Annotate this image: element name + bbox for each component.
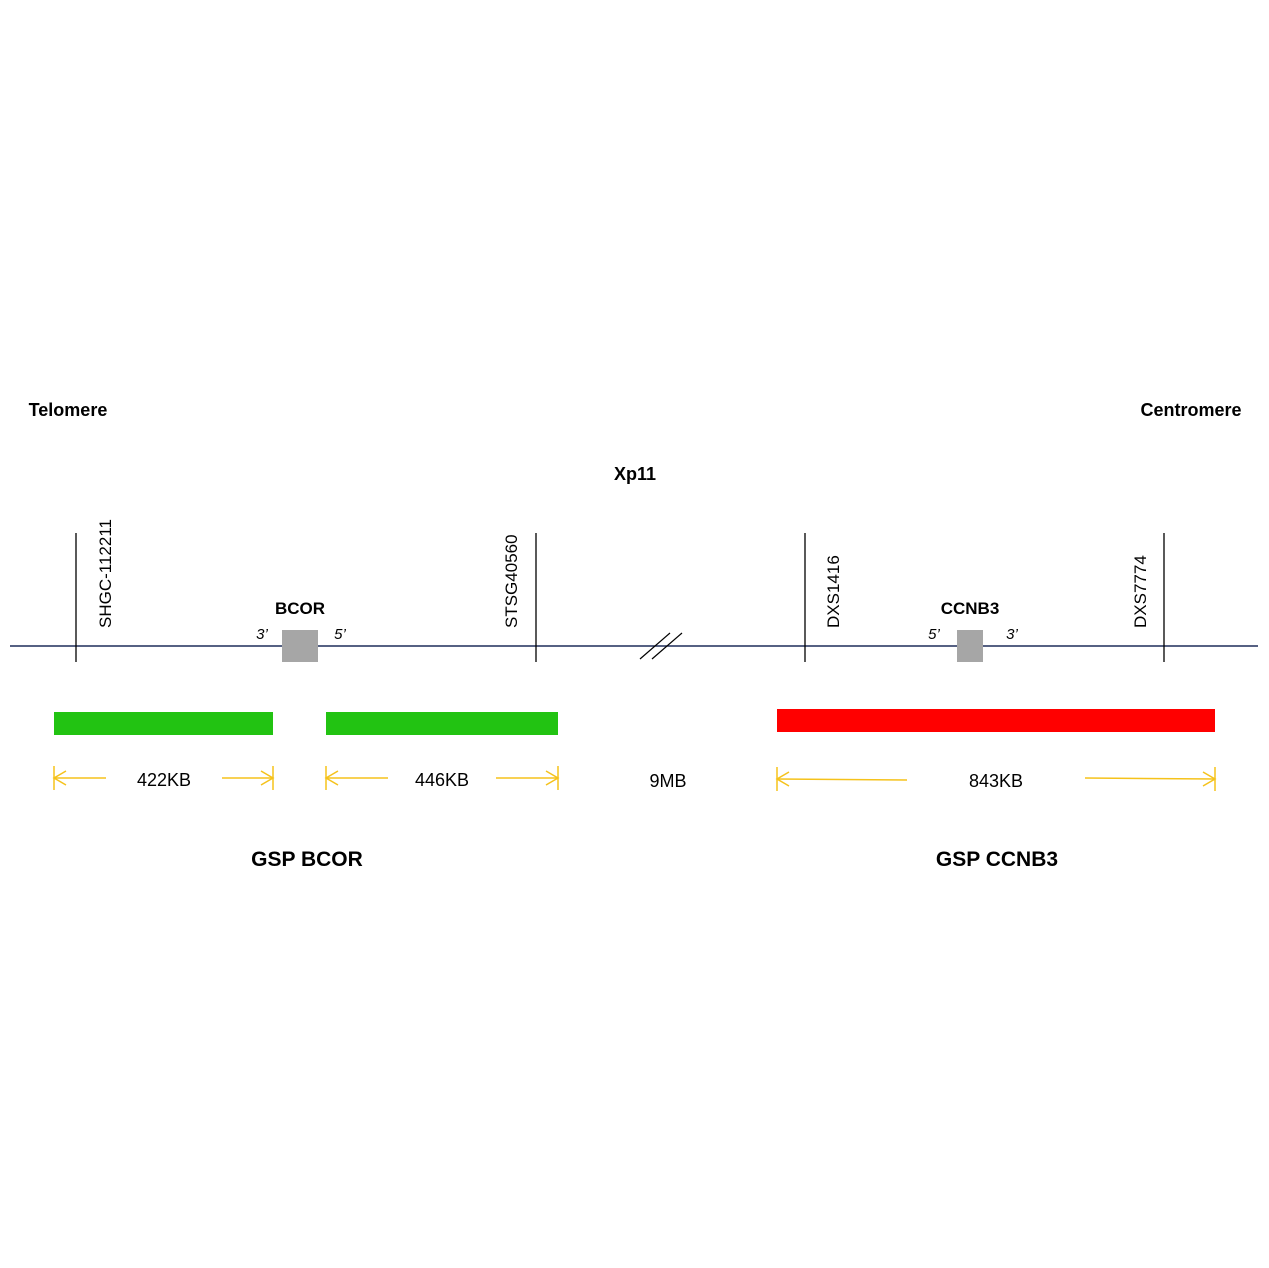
- size-arrow-446kb: [324, 766, 560, 790]
- probe-bar-ccnb3: [777, 709, 1215, 732]
- gene-box: [957, 630, 983, 662]
- marker-label: DXS7774: [1131, 555, 1150, 628]
- band-label: Xp11: [614, 464, 656, 484]
- probe-bar-bcor-right: [326, 712, 558, 735]
- marker-dxs7774: DXS7774: [1131, 533, 1165, 662]
- gene-bcor: BCOR 3’ 5’: [256, 599, 346, 662]
- gene-end-left: 3’: [256, 626, 268, 643]
- size-arrow-422kb: [52, 766, 275, 790]
- size-label-446kb: 446KB: [415, 770, 469, 790]
- marker-label: STSG40560: [502, 534, 521, 628]
- probe-bar-bcor-left: [54, 712, 273, 735]
- marker-shgc: SHGC-112211: [75, 519, 115, 662]
- size-label-843kb: 843KB: [969, 771, 1023, 791]
- telomere-label: Telomere: [29, 400, 108, 420]
- gene-name: BCOR: [275, 599, 325, 618]
- size-label-422kb: 422KB: [137, 770, 191, 790]
- break-mark: [639, 632, 683, 660]
- marker-label: SHGC-112211: [96, 519, 115, 628]
- size-arrow-843kb: [775, 767, 1217, 791]
- centromere-label: Centromere: [1140, 400, 1241, 420]
- gene-box: [282, 630, 318, 662]
- gene-end-left: 5’: [928, 626, 940, 643]
- marker-stsg: STSG40560: [502, 533, 537, 662]
- marker-label: DXS1416: [824, 555, 843, 628]
- marker-dxs1416: DXS1416: [804, 533, 843, 662]
- probe-name-ccnb3: GSP CCNB3: [936, 848, 1058, 871]
- gene-end-right: 5’: [334, 626, 346, 643]
- gene-end-right: 3’: [1006, 626, 1018, 643]
- probe-name-bcor: GSP BCOR: [251, 848, 363, 871]
- size-label-9mb: 9MB: [649, 771, 686, 791]
- gene-name: CCNB3: [941, 599, 1000, 618]
- gene-ccnb3: CCNB3 5’ 3’: [928, 599, 1018, 662]
